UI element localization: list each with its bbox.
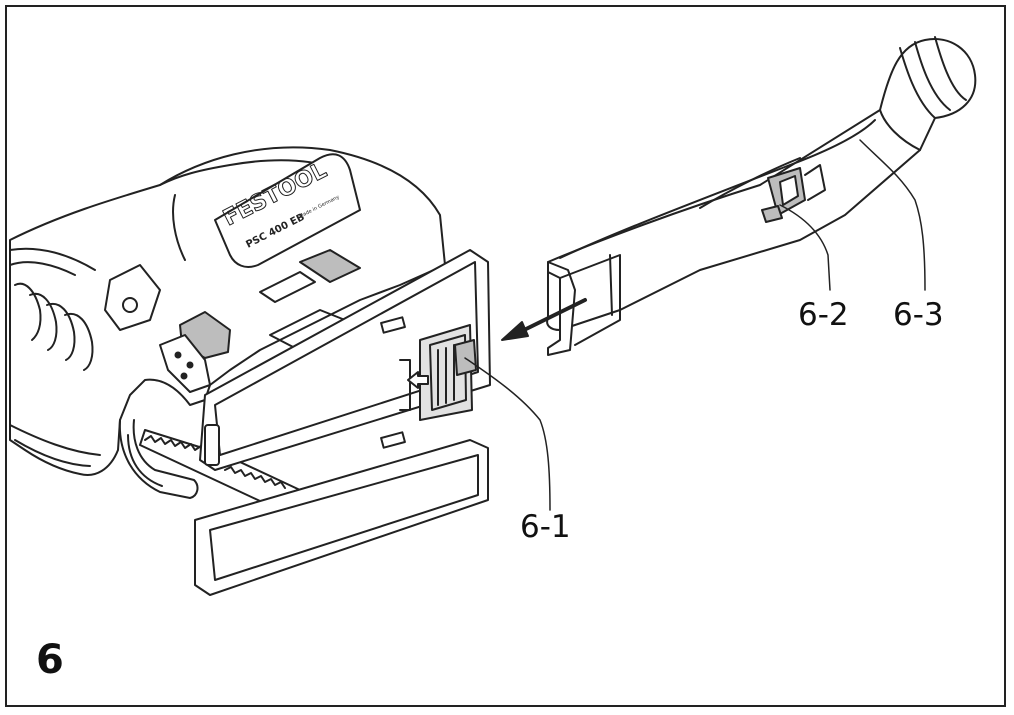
callout-6-2: 6-2 bbox=[798, 297, 849, 333]
jigsaw-body bbox=[9, 146, 446, 499]
callout-6-3: 6-3 bbox=[893, 297, 944, 333]
extraction-adapter bbox=[546, 36, 977, 356]
base-plate bbox=[194, 249, 491, 596]
figure-number: 6 bbox=[36, 637, 64, 683]
callout-6-1: 6-1 bbox=[520, 509, 571, 545]
leader-lines bbox=[464, 139, 926, 511]
insertion-arrow bbox=[501, 298, 587, 341]
